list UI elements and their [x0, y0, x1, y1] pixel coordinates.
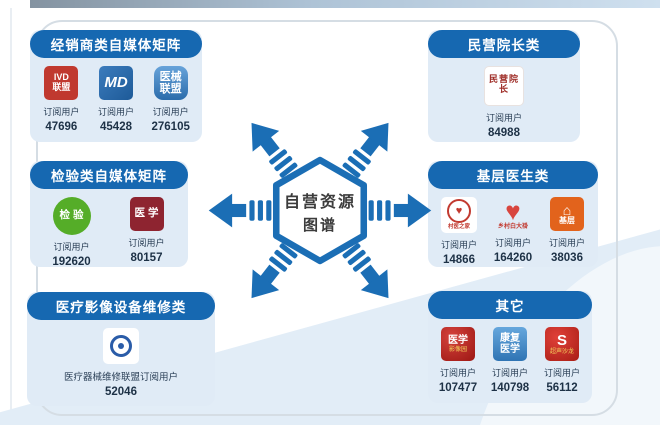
subscriber-label: 医疗器械维修联盟订阅用户	[63, 372, 178, 383]
subscriber-label: 订阅用户	[152, 107, 189, 117]
card-title: 其它	[428, 291, 592, 319]
subscriber-count: 56112	[546, 382, 578, 394]
subscriber-count: 52046	[105, 386, 137, 398]
subscriber-label: 订阅用户	[494, 238, 531, 248]
subscriber-count: 164260	[493, 252, 533, 264]
medical-imaging-garden-icon: 医学 影像园	[441, 327, 475, 361]
subscriber-count: 80157	[130, 252, 163, 264]
arrow-up-left-icon	[251, 122, 298, 178]
arrow-down-left-icon	[251, 243, 298, 299]
list-item: 医 学 订阅用户 80157	[109, 197, 184, 264]
arrow-right-icon	[368, 193, 432, 228]
list-item: S 超声沙龙 订阅用户 56112	[536, 327, 588, 394]
yixue-lab-icon: 医 学	[129, 197, 164, 231]
arrow-down-right-icon	[342, 243, 389, 299]
subscriber-count: 38036	[551, 252, 583, 264]
card-imaging-maintenance: 医疗影像设备维修类 医疗器械维修联盟订阅用户 52046	[27, 292, 215, 406]
card-title: 民营院长类	[428, 30, 580, 58]
ultrasound-salon-icon: S 超声沙龙	[545, 327, 579, 361]
subscriber-count: 140798	[490, 382, 530, 394]
card-others: 其它 医学 影像园 订阅用户 107477 康复 医学 订阅用户 140798 …	[428, 291, 592, 403]
hexagon-shape	[272, 156, 368, 265]
rehab-medicine-icon: 康复 医学	[493, 327, 527, 361]
subscriber-count: 84988	[488, 127, 520, 139]
maintenance-alliance-icon	[103, 328, 139, 364]
subscriber-label: 订阅用户	[491, 368, 528, 378]
subscriber-count: 45428	[100, 121, 132, 133]
ivd-alliance-icon: IVD 联盟	[44, 66, 79, 100]
list-item: MD 订阅用户 45428	[89, 66, 144, 133]
list-item: 民营院长 订阅用户 84988	[432, 66, 576, 139]
subscriber-label: 订阅用户	[439, 368, 476, 378]
minying-president-icon: 民营院长	[484, 66, 524, 106]
list-item: 检 验 订阅用户 192620	[34, 197, 109, 268]
subscriber-count: 47696	[45, 121, 78, 133]
center-title-line2: 图谱	[302, 217, 337, 234]
medical-device-distributor-icon: MD	[99, 66, 133, 100]
card-grassroots-doctors: 基层医生类 ♥ 村医之家 订阅用户 14866 ♥ 乡村白大褂 订阅用户 164…	[428, 161, 598, 267]
list-item: 康复 医学 订阅用户 140798	[484, 327, 536, 394]
subscriber-label: 订阅用户	[440, 240, 477, 250]
subscriber-label: 订阅用户	[98, 107, 135, 117]
village-whitecoat-icon: ♥ 乡村白大褂	[497, 195, 528, 230]
subscriber-label: 订阅用户	[43, 107, 80, 117]
card-title: 经销商类自媒体矩阵	[30, 30, 202, 58]
yixie-alliance-icon: 医械 联盟	[153, 66, 188, 100]
subscriber-count: 276105	[151, 121, 190, 133]
card-title: 基层医生类	[428, 161, 598, 189]
list-item: 医疗器械维修联盟订阅用户 52046	[31, 328, 211, 398]
subscriber-label: 订阅用户	[485, 113, 522, 123]
subscriber-count: 192620	[52, 256, 91, 268]
top-strip-decoration	[30, 0, 660, 8]
card-title: 检验类自媒体矩阵	[30, 161, 188, 189]
center-title-line1: 自营资源	[283, 194, 356, 211]
list-item: 医学 影像园 订阅用户 107477	[432, 327, 484, 394]
jianyan-lab-icon: 检 验	[52, 197, 91, 235]
subscriber-count: 107477	[438, 382, 478, 394]
emblem-ring	[110, 335, 132, 357]
list-item: 医械 联盟 订阅用户 276105	[143, 66, 198, 133]
subscriber-count: 14866	[443, 254, 475, 266]
list-item: ⌂ 基层 订阅用户 38036	[540, 197, 594, 264]
list-item: ♥ 村医之家 订阅用户 14866	[432, 197, 486, 266]
subscriber-label: 订阅用户	[543, 368, 580, 378]
list-item: IVD 联盟 订阅用户 47696	[34, 66, 89, 133]
card-distributor-matrix: 经销商类自媒体矩阵 IVD 联盟 订阅用户 47696 MD 订阅用户 4542…	[30, 30, 202, 142]
arrow-up-right-icon	[342, 122, 389, 178]
subscriber-label: 订阅用户	[548, 238, 585, 248]
card-private-directors: 民营院长类 民营院长 订阅用户 84988	[428, 30, 580, 142]
list-item: ♥ 乡村白大褂 订阅用户 164260	[486, 197, 540, 264]
jiceng-house-icon: ⌂ 基层	[550, 197, 584, 231]
cunyi-home-icon: ♥ 村医之家	[441, 197, 477, 233]
subscriber-label: 订阅用户	[53, 242, 90, 252]
subscriber-label: 订阅用户	[128, 238, 165, 248]
card-title: 医疗影像设备维修类	[27, 292, 215, 320]
arrow-left-icon	[208, 193, 272, 228]
card-laboratory-matrix: 检验类自媒体矩阵 检 验 订阅用户 192620 医 学 订阅用户 80157	[30, 161, 188, 268]
center-title: 自营资源 图谱	[259, 188, 381, 235]
left-edge-line	[10, 8, 12, 425]
center-hexagon-graphic	[208, 122, 432, 299]
